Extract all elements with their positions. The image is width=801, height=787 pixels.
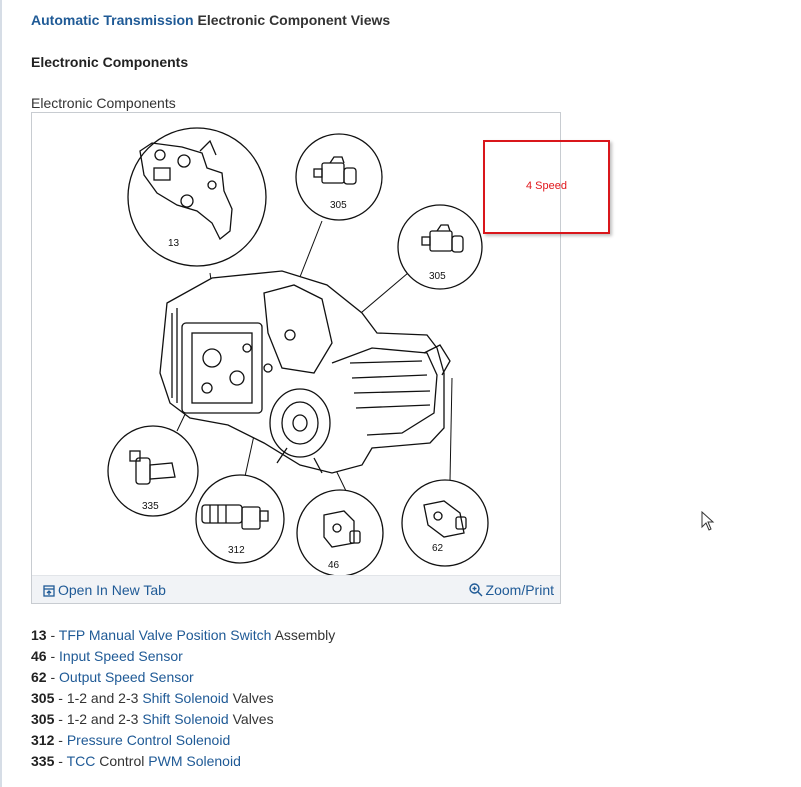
legend-link[interactable]: Pressure Control Solenoid xyxy=(66,732,231,748)
legend-text: Assembly xyxy=(271,627,336,643)
callout-305-right-label: 305 xyxy=(429,271,446,282)
callout-13: 13 xyxy=(127,127,267,267)
left-edge-bar xyxy=(0,0,2,787)
page-title-rest: Electronic Component Views xyxy=(193,12,391,28)
legend-link[interactable]: TCC xyxy=(66,753,96,769)
callout-46: 46 xyxy=(296,489,384,575)
legend-link[interactable]: Output Speed Sensor xyxy=(59,669,194,685)
legend-link[interactable]: Input Speed Sensor xyxy=(59,648,183,664)
callout-312: 312 xyxy=(195,474,285,564)
figure-caption: Electronic Components xyxy=(31,95,176,111)
legend-text: Control xyxy=(95,753,149,769)
legend-separator: - xyxy=(54,732,67,748)
transmission-body xyxy=(159,270,451,474)
legend-row: 312 - Pressure Control Solenoid xyxy=(31,730,335,751)
legend-separator: - xyxy=(46,669,60,685)
zoom-print-label: Zoom/Print xyxy=(485,582,554,598)
annotation-text: 4 Speed xyxy=(526,180,567,192)
legend-row: 46 - Input Speed Sensor xyxy=(31,646,335,667)
component-figure: 13 305 305 335 xyxy=(31,112,561,604)
legend-text: 1-2 and 2-3 xyxy=(66,711,143,727)
legend-row: 13 - TFP Manual Valve Position Switch As… xyxy=(31,625,335,646)
legend-separator: - xyxy=(46,648,60,664)
legend-number: 312 xyxy=(31,732,55,748)
legend-row: 62 - Output Speed Sensor xyxy=(31,667,335,688)
page-title: Automatic Transmission Electronic Compon… xyxy=(31,12,390,28)
legend-link[interactable]: Shift Solenoid xyxy=(142,690,229,706)
legend-separator: - xyxy=(54,711,67,727)
callout-335: 335 xyxy=(107,425,199,517)
legend-number: 13 xyxy=(31,627,47,643)
callout-13-label: 13 xyxy=(168,238,180,249)
open-in-new-tab-label: Open In New Tab xyxy=(58,582,166,598)
legend-link[interactable]: Shift Solenoid xyxy=(142,711,229,727)
legend-link[interactable]: TFP Manual Valve Position Switch xyxy=(58,627,272,643)
legend-text: Valves xyxy=(228,690,274,706)
callout-62: 62 xyxy=(401,479,489,567)
legend-number: 305 xyxy=(31,711,55,727)
legend-number: 335 xyxy=(31,753,55,769)
legend-separator: - xyxy=(54,690,67,706)
legend-number: 62 xyxy=(31,669,47,685)
legend-row: 305 - 1-2 and 2-3 Shift Solenoid Valves xyxy=(31,709,335,730)
callout-335-label: 335 xyxy=(142,501,159,512)
legend-text: 1-2 and 2-3 xyxy=(66,690,143,706)
callout-62-label: 62 xyxy=(432,543,444,554)
callout-305-top: 305 xyxy=(295,133,383,221)
legend-row: 335 - TCC Control PWM Solenoid xyxy=(31,751,335,772)
zoom-icon xyxy=(468,583,483,597)
callout-305-right: 305 xyxy=(397,204,483,290)
legend-row: 305 - 1-2 and 2-3 Shift Solenoid Valves xyxy=(31,688,335,709)
annotation-box[interactable]: 4 Speed xyxy=(483,140,610,234)
callout-46-label: 46 xyxy=(328,560,340,571)
legend-number: 46 xyxy=(31,648,47,664)
legend-number: 305 xyxy=(31,690,55,706)
open-in-new-tab-icon xyxy=(43,585,55,597)
section-heading: Electronic Components xyxy=(31,54,189,70)
legend-separator: - xyxy=(46,627,59,643)
callout-305-top-label: 305 xyxy=(330,200,347,211)
legend-text: Valves xyxy=(228,711,274,727)
component-legend: 13 - TFP Manual Valve Position Switch As… xyxy=(31,625,335,772)
legend-separator: - xyxy=(54,753,67,769)
automatic-transmission-link[interactable]: Automatic Transmission xyxy=(31,12,194,28)
legend-link[interactable]: PWM Solenoid xyxy=(148,753,241,769)
figure-toolbar: Open In New Tab Zoom/Print xyxy=(32,575,560,603)
zoom-print-button[interactable]: Zoom/Print xyxy=(468,582,554,598)
mouse-pointer-icon xyxy=(701,511,715,531)
open-in-new-tab-button[interactable]: Open In New Tab xyxy=(43,582,166,598)
transmission-diagram: 13 305 305 335 xyxy=(107,127,489,575)
callout-312-label: 312 xyxy=(228,545,245,556)
